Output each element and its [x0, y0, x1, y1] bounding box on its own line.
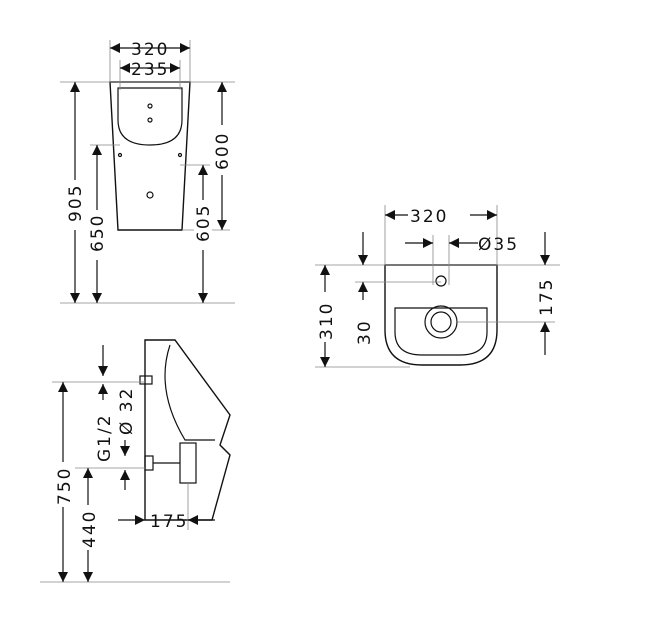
top-view: 320 Ø35 310 30 175: [315, 202, 560, 368]
dim-depth-310: 310: [317, 302, 337, 340]
dim-inlet-thread-g12: G1/2: [95, 413, 115, 462]
urinal-side-body: [144, 339, 231, 521]
side-view: 750 440 G1/2 Ø 32 175: [40, 339, 231, 583]
dim-height-650: 650: [88, 214, 108, 252]
dim-inlet-height-750: 750: [55, 467, 75, 505]
dim-diameter-35: Ø35: [478, 235, 519, 255]
dim-outlet-diameter-32: Ø 32: [117, 387, 137, 435]
dim-offset-30: 30: [355, 319, 375, 345]
dim-height-600: 600: [213, 132, 233, 170]
dim-width-320: 320: [131, 40, 169, 60]
dim-height-605: 605: [194, 204, 214, 242]
water-inlet: [139, 375, 153, 385]
dim-top-width-320: 320: [410, 207, 448, 227]
front-view: 320 235 905 650 605 600: [60, 40, 235, 304]
dim-projection-175: 175: [150, 512, 188, 532]
inlet-hole: [435, 275, 447, 287]
dim-outlet-height-440: 440: [80, 510, 100, 548]
dim-height-905: 905: [66, 184, 86, 222]
dim-width-235: 235: [131, 60, 169, 80]
dim-outlet-175: 175: [537, 278, 557, 316]
urinal-top-body: [384, 264, 498, 366]
